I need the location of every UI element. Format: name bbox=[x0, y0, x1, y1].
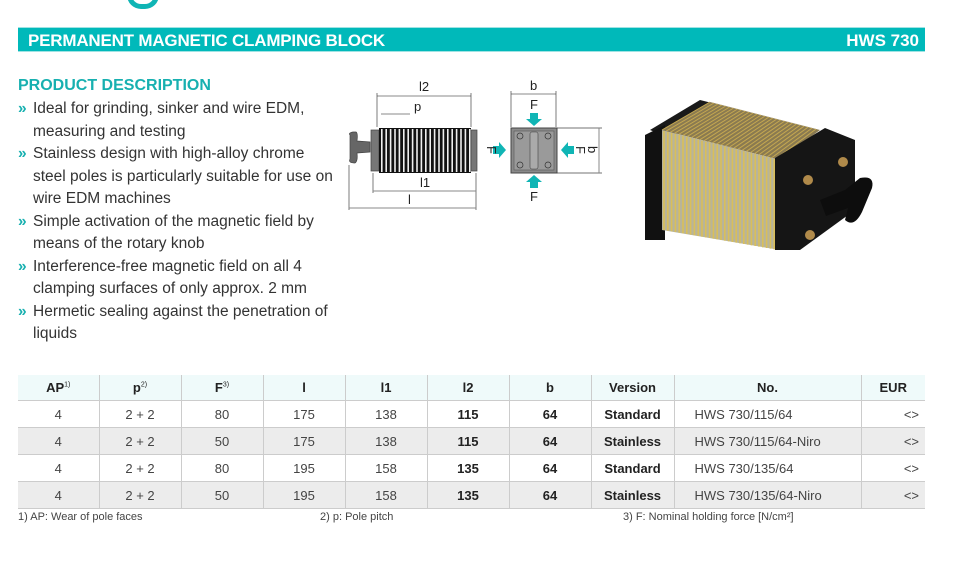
column-header: Version bbox=[590, 375, 674, 401]
cell-article-number: HWS 730/135/64 bbox=[673, 454, 861, 482]
footnote-p: 2) p: Pole pitch bbox=[320, 511, 394, 523]
cell-length-l1: 138 bbox=[344, 400, 427, 428]
description-item-text: Hermetic sealing against the penetration… bbox=[33, 302, 328, 343]
cell-article-number: HWS 730/115/64 bbox=[673, 400, 861, 428]
label-b-side: b bbox=[585, 146, 600, 153]
description-item: » Simple activation of the magnetic field… bbox=[18, 211, 338, 256]
label-f-left: F bbox=[484, 146, 499, 154]
cell-length-l: 175 bbox=[262, 427, 345, 455]
title-band: PERMANENT MAGNETIC CLAMPING BLOCK HWS 73… bbox=[18, 27, 925, 52]
bullet-chevron-icon: » bbox=[18, 212, 27, 230]
label-l: l bbox=[408, 192, 411, 207]
description-item-text: Simple activation of the magnetic field … bbox=[33, 212, 314, 253]
cell-width-b: 64 bbox=[508, 400, 591, 428]
cell-pole-pitch: 2 + 2 bbox=[98, 400, 181, 428]
label-l2: l2 bbox=[419, 79, 429, 94]
column-header: EUR bbox=[860, 375, 925, 401]
cell-length-l2: 115 bbox=[426, 427, 509, 455]
bullet-chevron-icon: » bbox=[18, 100, 27, 117]
cell-price[interactable]: <> bbox=[860, 454, 925, 482]
label-f-top: F bbox=[530, 97, 538, 112]
description-item-text: Ideal for grinding, sinker and wire EDM,… bbox=[33, 100, 305, 140]
cell-version: Stainless bbox=[590, 481, 674, 509]
label-b-top: b bbox=[530, 78, 537, 93]
cell-version: Stainless bbox=[590, 427, 674, 455]
cell-length-l2: 135 bbox=[426, 481, 509, 509]
cell-ap: 4 bbox=[18, 454, 99, 482]
cell-length-l2: 115 bbox=[426, 400, 509, 428]
description-item: » Hermetic sealing against the penetratio… bbox=[18, 301, 338, 346]
cell-pole-pitch: 2 + 2 bbox=[98, 427, 181, 455]
pole-stripes bbox=[379, 128, 471, 173]
column-header: l2 bbox=[426, 375, 509, 401]
cell-width-b: 64 bbox=[508, 454, 591, 482]
footnote-ap: 1) AP: Wear of pole faces bbox=[18, 511, 143, 523]
cell-length-l1: 138 bbox=[344, 427, 427, 455]
description-item: » Interference-free magnetic field on all… bbox=[18, 256, 338, 301]
product-photo bbox=[645, 100, 873, 250]
cell-ap: 4 bbox=[18, 400, 99, 428]
page-title: PERMANENT MAGNETIC CLAMPING BLOCK bbox=[28, 31, 385, 50]
cell-pole-pitch: 2 + 2 bbox=[98, 454, 181, 482]
description-item-text: Stainless design with high-alloy chrome … bbox=[33, 145, 333, 207]
description-item: » Stainless design with high-alloy chrome… bbox=[18, 143, 338, 211]
description-item: » Ideal for grinding, sinker and wire EDM… bbox=[18, 98, 338, 143]
cell-width-b: 64 bbox=[508, 481, 591, 509]
label-f-right: F bbox=[573, 146, 588, 154]
cell-length-l: 195 bbox=[262, 454, 345, 482]
footnote-f: 3) F: Nominal holding force [N/cm²] bbox=[623, 511, 794, 523]
column-header: No. bbox=[673, 375, 861, 401]
bullet-chevron-icon: » bbox=[18, 302, 27, 320]
cell-length-l1: 158 bbox=[344, 454, 427, 482]
force-arrows bbox=[493, 113, 574, 188]
label-p: p bbox=[414, 99, 421, 114]
bullet-chevron-icon: » bbox=[18, 145, 27, 162]
column-header: l bbox=[262, 375, 345, 401]
cell-pole-pitch: 2 + 2 bbox=[98, 481, 181, 509]
cell-length-l: 175 bbox=[262, 400, 345, 428]
dimension-diagram: l2 p l1 l b F F F F b bbox=[348, 78, 602, 210]
cell-force: 80 bbox=[180, 454, 263, 482]
cell-price[interactable]: <> bbox=[860, 427, 925, 455]
model-number: HWS 730 bbox=[846, 31, 919, 50]
cell-length-l: 195 bbox=[262, 481, 345, 509]
bullet-chevron-icon: » bbox=[18, 257, 27, 275]
column-header: l1 bbox=[344, 375, 427, 401]
cell-force: 50 bbox=[180, 481, 263, 509]
cell-ap: 4 bbox=[18, 427, 99, 455]
description-list: » Ideal for grinding, sinker and wire EDM… bbox=[18, 98, 338, 346]
cell-version: Standard bbox=[590, 400, 674, 428]
cell-width-b: 64 bbox=[508, 427, 591, 455]
cell-length-l1: 158 bbox=[344, 481, 427, 509]
cell-article-number: HWS 730/115/64-Niro bbox=[673, 427, 861, 455]
column-header: F3) bbox=[180, 375, 263, 401]
column-header: b bbox=[508, 375, 591, 401]
cell-force: 50 bbox=[180, 427, 263, 455]
cell-version: Standard bbox=[590, 454, 674, 482]
label-f-bottom: F bbox=[530, 189, 538, 204]
product-description: PRODUCT DESCRIPTION » Ideal for grinding,… bbox=[18, 76, 338, 346]
description-item-text: Interference-free magnetic field on all … bbox=[33, 257, 307, 298]
cell-force: 80 bbox=[180, 400, 263, 428]
cell-price[interactable]: <> bbox=[860, 481, 925, 509]
logo-fragment bbox=[127, 0, 159, 9]
cell-length-l2: 135 bbox=[426, 454, 509, 482]
cell-ap: 4 bbox=[18, 481, 99, 509]
cell-price[interactable]: <> bbox=[860, 400, 925, 428]
label-l1: l1 bbox=[420, 175, 430, 190]
column-header: AP1) bbox=[18, 375, 99, 401]
column-header: p2) bbox=[98, 375, 181, 401]
cell-article-number: HWS 730/135/64-Niro bbox=[673, 481, 861, 509]
description-heading: PRODUCT DESCRIPTION bbox=[18, 77, 211, 94]
